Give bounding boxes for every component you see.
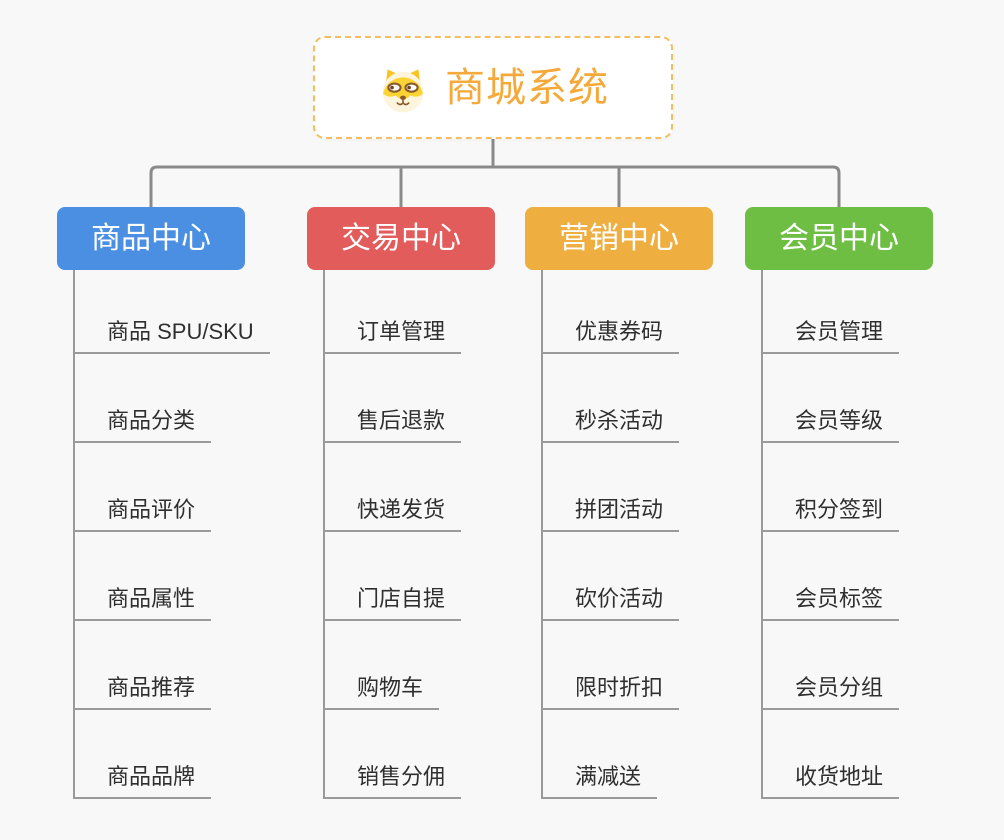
branch-items-trade: 订单管理 售后退款 快递发货 门店自提 购物车 销售分佣 [323, 270, 462, 799]
root-node[interactable]: 商城系统 [313, 36, 673, 139]
leaf-item[interactable]: 快递发货 [325, 499, 462, 532]
leaf-item[interactable]: 拼团活动 [543, 499, 680, 532]
leaf-item[interactable]: 会员管理 [763, 321, 900, 354]
leaf-item[interactable]: 商品属性 [75, 588, 212, 621]
leaf-item[interactable]: 砍价活动 [543, 588, 680, 621]
root-title: 商城系统 [445, 65, 609, 110]
leaf-item[interactable]: 商品分类 [75, 410, 212, 443]
leaf-row: 砍价活动 [543, 532, 680, 621]
leaf-row: 购物车 [325, 621, 461, 710]
leaf-item[interactable]: 商品推荐 [75, 677, 212, 710]
shiba-dog-icon [377, 62, 429, 114]
leaf-row: 商品评价 [75, 443, 270, 532]
leaf-row: 售后退款 [325, 354, 462, 443]
leaf-row: 商品 SPU/SKU [75, 270, 270, 354]
leaf-item[interactable]: 满减送 [543, 766, 658, 799]
leaf-item[interactable]: 优惠券码 [543, 321, 680, 354]
leaf-row: 积分签到 [763, 443, 900, 532]
leaf-item[interactable]: 会员等级 [763, 410, 900, 443]
leaf-row: 收货地址 [763, 710, 900, 799]
leaf-item[interactable]: 收货地址 [763, 766, 900, 799]
branch-node-product-center[interactable]: 商品中心 [57, 207, 245, 270]
branch-items-member: 会员管理 会员等级 积分签到 会员标签 会员分组 收货地址 [761, 270, 900, 799]
leaf-item[interactable]: 购物车 [325, 677, 440, 710]
leaf-item[interactable]: 门店自提 [325, 588, 462, 621]
leaf-row: 销售分佣 [325, 710, 462, 799]
leaf-row: 快递发货 [325, 443, 462, 532]
leaf-row: 秒杀活动 [543, 354, 680, 443]
leaf-row: 商品属性 [75, 532, 270, 621]
leaf-item[interactable]: 限时折扣 [543, 677, 680, 710]
leaf-item[interactable]: 积分签到 [763, 499, 900, 532]
leaf-item[interactable]: 秒杀活动 [543, 410, 680, 443]
leaf-row: 商品品牌 [75, 710, 270, 799]
branch-items-marketing: 优惠券码 秒杀活动 拼团活动 砍价活动 限时折扣 满减送 [541, 270, 680, 799]
leaf-item[interactable]: 销售分佣 [325, 766, 462, 799]
leaf-item[interactable]: 商品 SPU/SKU [75, 321, 270, 354]
leaf-item[interactable]: 会员标签 [763, 588, 900, 621]
leaf-row: 优惠券码 [543, 270, 680, 354]
leaf-row: 商品推荐 [75, 621, 270, 710]
leaf-row: 门店自提 [325, 532, 462, 621]
leaf-row: 会员分组 [763, 621, 900, 710]
leaf-row: 订单管理 [325, 270, 462, 354]
leaf-row: 商品分类 [75, 354, 270, 443]
branch-node-trade-center[interactable]: 交易中心 [307, 207, 495, 270]
leaf-row: 会员标签 [763, 532, 900, 621]
leaf-row: 限时折扣 [543, 621, 680, 710]
leaf-item[interactable]: 售后退款 [325, 410, 462, 443]
branch-items-product: 商品 SPU/SKU 商品分类 商品评价 商品属性 商品推荐 商品品牌 [73, 270, 270, 799]
leaf-item[interactable]: 商品品牌 [75, 766, 212, 799]
branch-node-marketing-center[interactable]: 营销中心 [525, 207, 713, 270]
leaf-item[interactable]: 商品评价 [75, 499, 212, 532]
leaf-row: 满减送 [543, 710, 679, 799]
branch-node-member-center[interactable]: 会员中心 [745, 207, 933, 270]
leaf-row: 会员管理 [763, 270, 900, 354]
leaf-item[interactable]: 订单管理 [325, 321, 462, 354]
leaf-row: 会员等级 [763, 354, 900, 443]
leaf-row: 拼团活动 [543, 443, 680, 532]
leaf-item[interactable]: 会员分组 [763, 677, 900, 710]
